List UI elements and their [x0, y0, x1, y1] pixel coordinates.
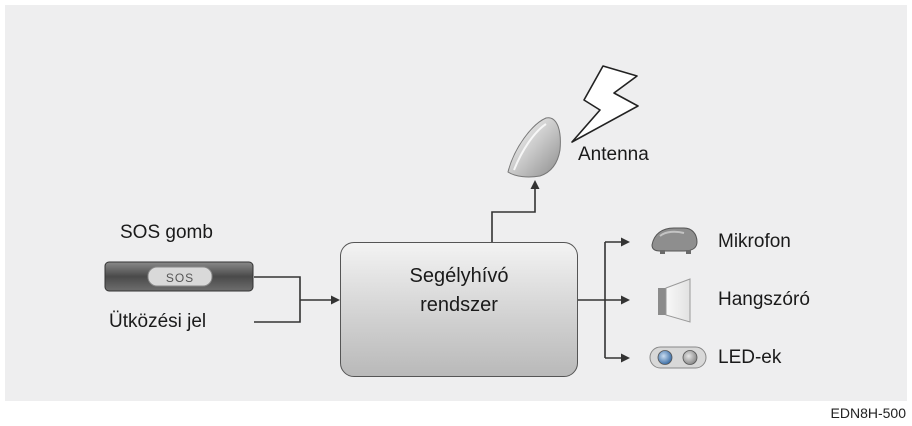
output-connectors — [578, 237, 630, 363]
microphone-label: Mikrofon — [718, 231, 791, 252]
emergency-call-system-label: Segélyhívó rendszer — [340, 262, 578, 320]
sos-button-icon — [104, 261, 254, 292]
image-code: EDN8H-500 — [830, 405, 906, 421]
antenna-connector — [491, 180, 540, 242]
speaker-label: Hangszóró — [718, 289, 810, 310]
center-block-line2: rendszer — [420, 294, 498, 316]
speaker-icon — [658, 278, 691, 323]
leds-icon — [649, 346, 707, 369]
input-connectors — [254, 276, 340, 323]
lightning-icon — [571, 65, 639, 143]
collision-signal-label: Ütközési jel — [109, 311, 207, 332]
microphone-icon — [651, 227, 698, 254]
leds-label: LED-ek — [718, 347, 782, 368]
sos-button-label: SOS gomb — [120, 222, 213, 243]
center-block-line1: Segélyhívó — [409, 265, 509, 287]
emergency-call-system-block — [340, 242, 578, 377]
antenna-label: Antenna — [578, 144, 649, 165]
sos-button-text: SOS — [166, 271, 194, 285]
antenna-icon — [507, 117, 561, 178]
